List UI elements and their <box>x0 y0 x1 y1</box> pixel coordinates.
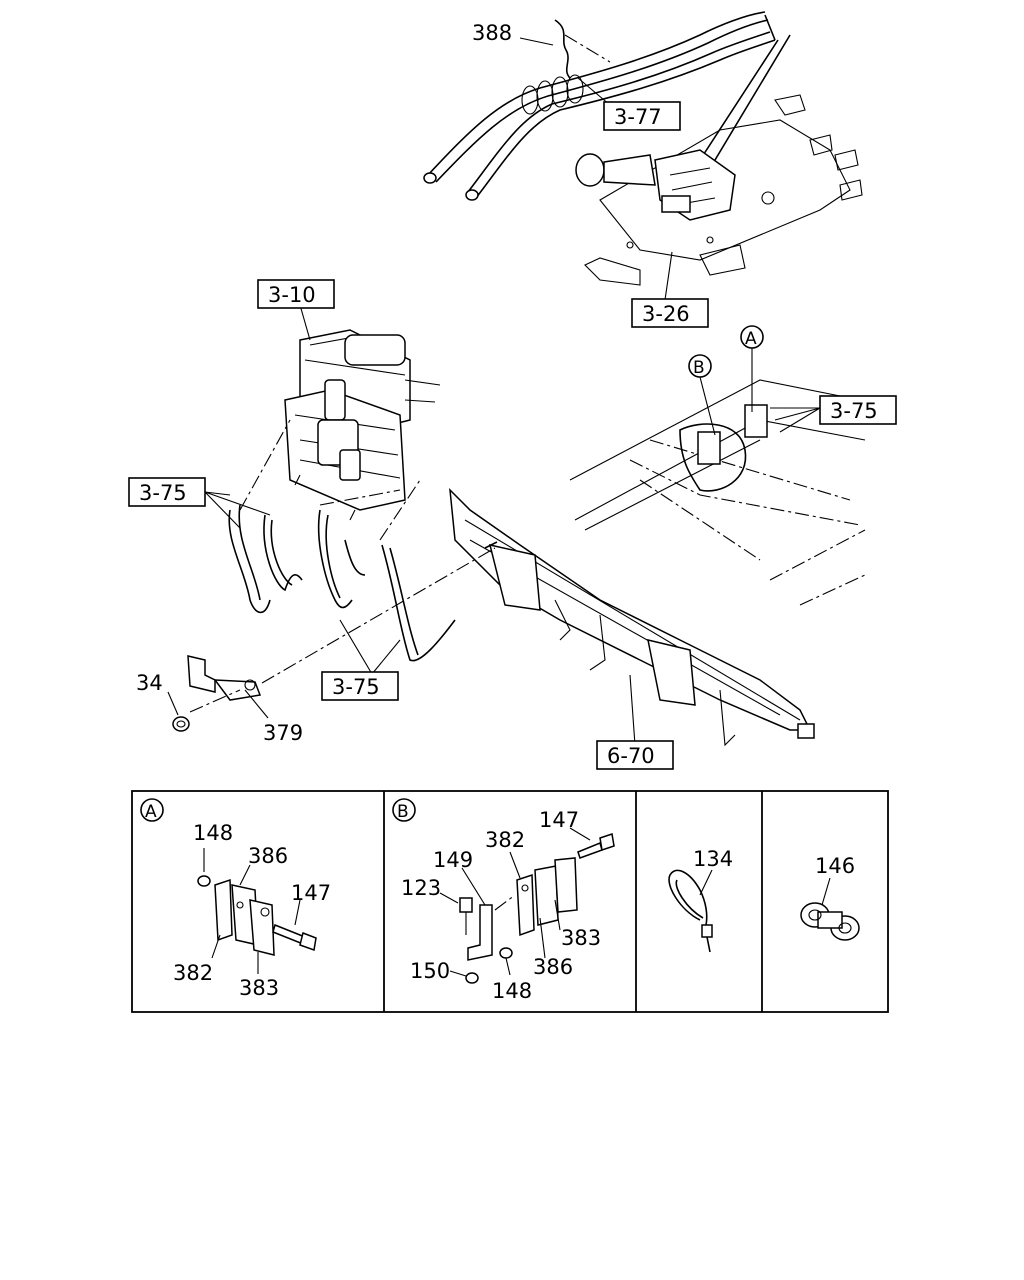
detail-panels <box>131 790 889 1013</box>
marker-b-label: B <box>693 358 705 378</box>
detail-panel-a: A 148 386 147 382 383 <box>140 798 331 1000</box>
panel-b-label-386: 386 <box>533 955 573 979</box>
callout-box-3-75-bottom <box>321 671 399 701</box>
detail-panel-146: 146 <box>800 854 860 941</box>
callout-box-3-75-right <box>819 395 897 425</box>
callout-box-3-77 <box>603 101 681 131</box>
callout-box-3-75-left <box>128 477 206 507</box>
brake-pipes-drawing <box>228 419 456 662</box>
bracket-379-drawing <box>172 541 498 732</box>
callout-box-6-70 <box>596 740 674 770</box>
callout-box-3-10 <box>257 279 335 309</box>
panel-134-label: 134 <box>693 847 733 871</box>
callout-3-75-left: 3-75 <box>139 481 187 505</box>
bracket-plate-drawing <box>575 94 863 286</box>
marker-a-label: A <box>745 329 757 349</box>
panel-a-label-147: 147 <box>291 881 331 905</box>
detail-panel-b: B 147 382 149 123 383 386 150 148 <box>392 798 615 1003</box>
callout-3-77: 3-77 <box>614 105 662 129</box>
marker-a-circle <box>740 325 764 349</box>
panel-b-label-149: 149 <box>433 848 473 872</box>
callout-388: 388 <box>472 21 512 45</box>
callout-3-10: 3-10 <box>268 283 316 307</box>
panel-b-label-382: 382 <box>485 828 525 852</box>
callout-6-70: 6-70 <box>607 744 655 768</box>
chassis-frame-drawing <box>449 487 815 747</box>
panel-b-label-123: 123 <box>401 876 441 900</box>
hose-assembly-drawing <box>423 11 791 201</box>
marker-b-circle <box>688 354 712 378</box>
callout-379: 379 <box>263 721 303 745</box>
panel-b-marker: B <box>397 802 409 822</box>
callout-3-75-bottom: 3-75 <box>332 675 380 699</box>
callout-box-3-26 <box>631 298 709 328</box>
callout-3-75-right: 3-75 <box>830 399 878 423</box>
leader-lines <box>167 37 821 746</box>
panel-b-label-150: 150 <box>410 959 450 983</box>
cab-floor-drawing <box>569 379 866 606</box>
panel-a-label-386: 386 <box>248 844 288 868</box>
panel-a-label-148: 148 <box>193 821 233 845</box>
detail-panel-134: 134 <box>668 847 733 953</box>
callout-3-26: 3-26 <box>642 302 690 326</box>
panel-b-label-383: 383 <box>561 926 601 950</box>
panel-b-label-148: 148 <box>492 979 532 1003</box>
panel-a-label-383: 383 <box>239 976 279 1000</box>
panel-a-label-382: 382 <box>173 961 213 985</box>
callout-34: 34 <box>136 671 163 695</box>
panel-a-marker: A <box>145 802 157 822</box>
nut-148-a <box>197 875 211 887</box>
panel-146-label: 146 <box>815 854 855 878</box>
panel-b-label-147: 147 <box>539 808 579 832</box>
control-unit-drawing <box>284 329 441 511</box>
